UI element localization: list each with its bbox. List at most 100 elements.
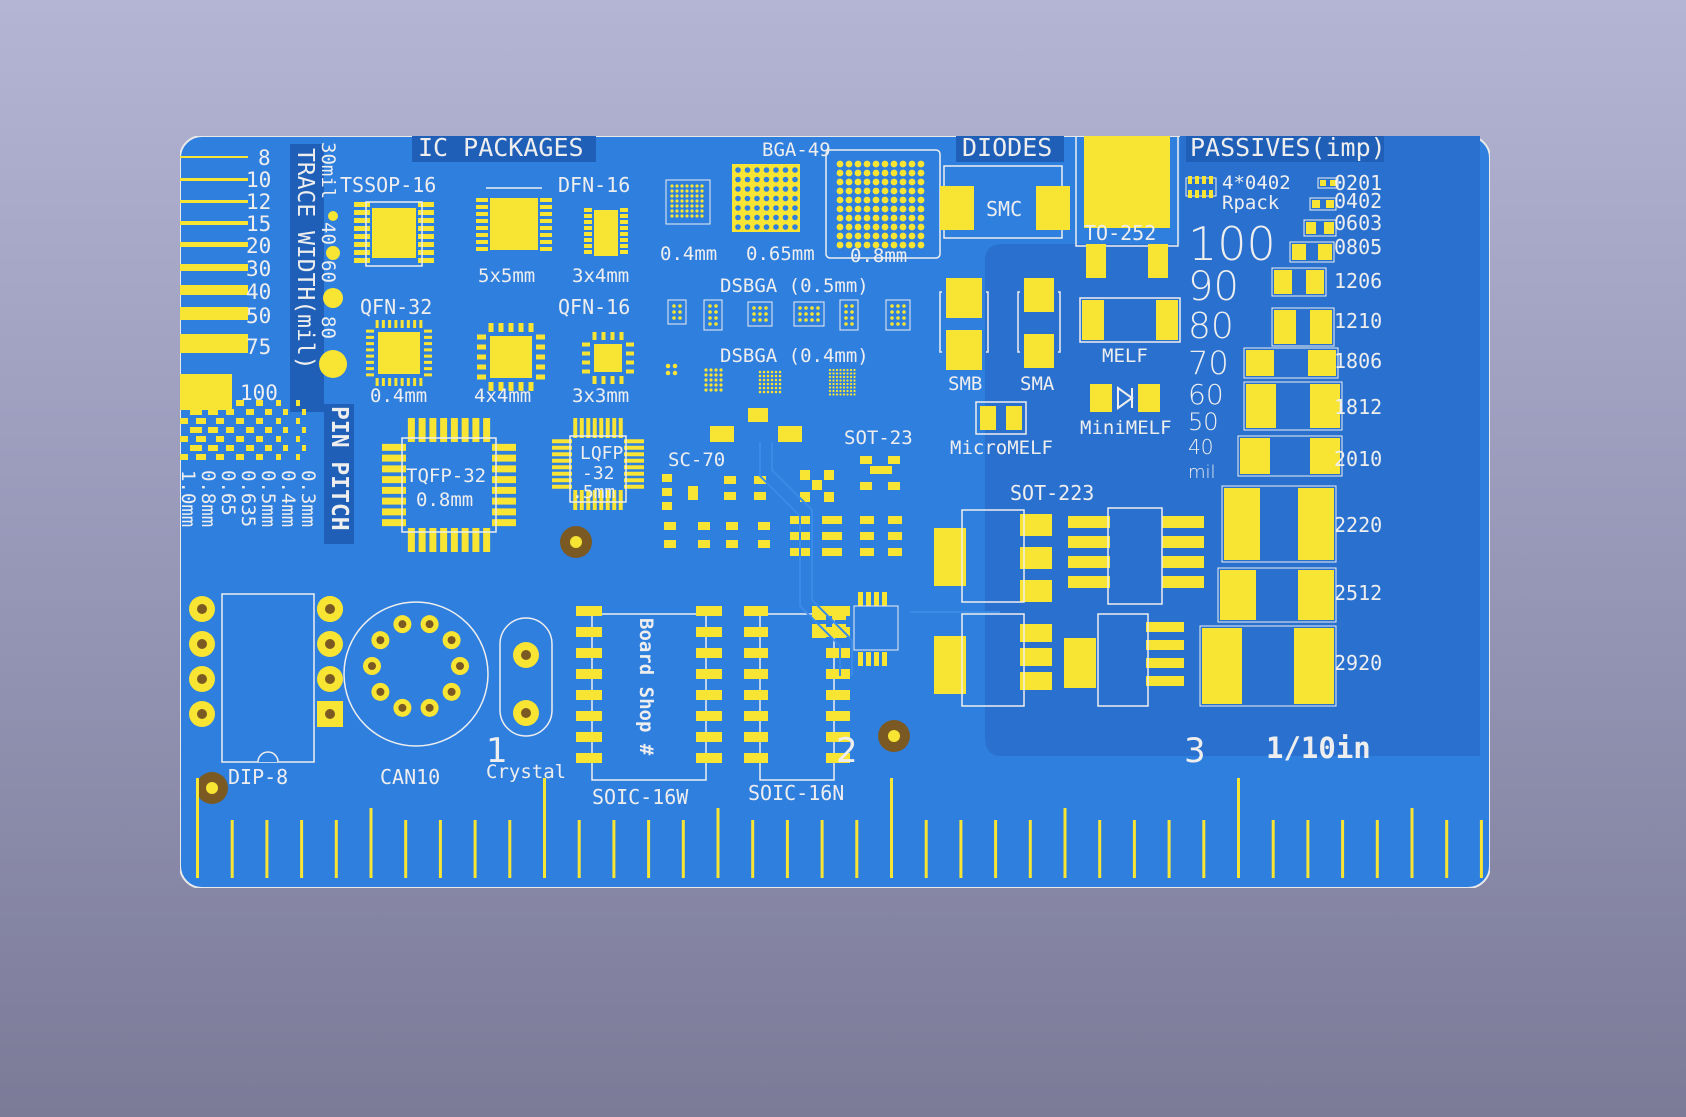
ball [899,214,907,222]
small-outline-section: SC-70 SOT-23 [662,408,1000,676]
ball [835,386,839,389]
pad [744,753,768,763]
pad [476,205,488,209]
ball [773,186,779,192]
ball [763,224,770,230]
ball [853,375,856,379]
pad [698,540,710,548]
ruler-tick [196,778,199,878]
pad [824,492,834,502]
ball [908,196,916,204]
pad [1306,270,1324,294]
passive-size-label: 1210 [1334,309,1382,333]
passive-size-label: 2920 [1334,651,1382,675]
ball [744,214,751,221]
pad [528,323,534,332]
ball [835,382,839,386]
ruler-tick [820,820,824,878]
sma-label: SMA [1020,373,1055,395]
drill [197,604,207,614]
pin-pitch-section: PIN PITCH 1.0mm 0.8mm 0.65 0.635 0.5mm 0… [180,400,354,544]
ball [680,184,684,188]
to252-label: TO-252 [1084,221,1156,245]
ball [719,388,723,392]
ball [758,390,762,394]
pad [366,373,374,377]
ruler-tick [647,820,651,878]
pad [620,232,628,236]
pad [276,418,281,424]
pad [246,445,254,451]
ball [846,389,849,393]
ruler-tick [959,820,963,878]
ball [758,382,762,386]
ball [839,386,842,389]
pad [584,226,592,230]
pad [476,240,488,244]
pad [710,426,734,442]
pad [536,364,545,370]
mil-scale-label: 80 [1188,306,1234,347]
can10-footprint: CAN10 [343,601,489,789]
pad [354,210,370,215]
ball [778,382,782,386]
ball [845,160,853,168]
ball [754,176,760,183]
pad [381,320,385,328]
ball [766,386,770,390]
pad [880,466,892,474]
pad [483,418,491,442]
pad [748,408,768,422]
ruler-tick [1202,820,1206,878]
ball [672,316,676,320]
ball [690,189,694,193]
pitch-label: 1.0mm [180,470,199,527]
pad [744,669,768,679]
pad [579,418,584,438]
ball [719,373,723,377]
ball [792,214,798,221]
drill [447,636,456,645]
trace-label: 20 [246,234,271,258]
ball [890,160,898,168]
pad [461,528,469,552]
ruler-tick [1479,820,1483,878]
pad [1146,658,1184,668]
ruler-unit: 1/10in [1266,731,1371,765]
ball [719,368,723,372]
ball [735,214,741,221]
pad [624,445,644,450]
pad [216,400,224,406]
ruler-tick [924,820,928,878]
pad [552,458,572,463]
minimelf-label: MiniMELF [1080,417,1172,439]
ball [778,370,782,374]
ball [758,386,762,390]
pad [1310,384,1340,428]
ball [672,363,678,369]
pcb-board: 8 10 12 15 20 30 40 50 75 100 TRACE WIDT… [180,136,1490,888]
ruler-tick [230,820,234,878]
ball [863,205,871,213]
ball [670,194,674,198]
drill [376,687,385,696]
ball [695,199,699,203]
ball [678,310,682,314]
pad [744,606,768,616]
pad [429,528,437,552]
ball [828,375,832,379]
ruler-tick [716,808,720,878]
pad [620,214,628,218]
ball [845,232,853,240]
ball [845,187,853,195]
ball [846,368,849,372]
ball [902,310,906,314]
ball [704,378,708,382]
ball [754,205,760,211]
pad [744,711,768,721]
pad [584,244,592,248]
pad [620,238,628,242]
ball [675,204,679,208]
ball [828,379,832,382]
ball [863,232,871,240]
